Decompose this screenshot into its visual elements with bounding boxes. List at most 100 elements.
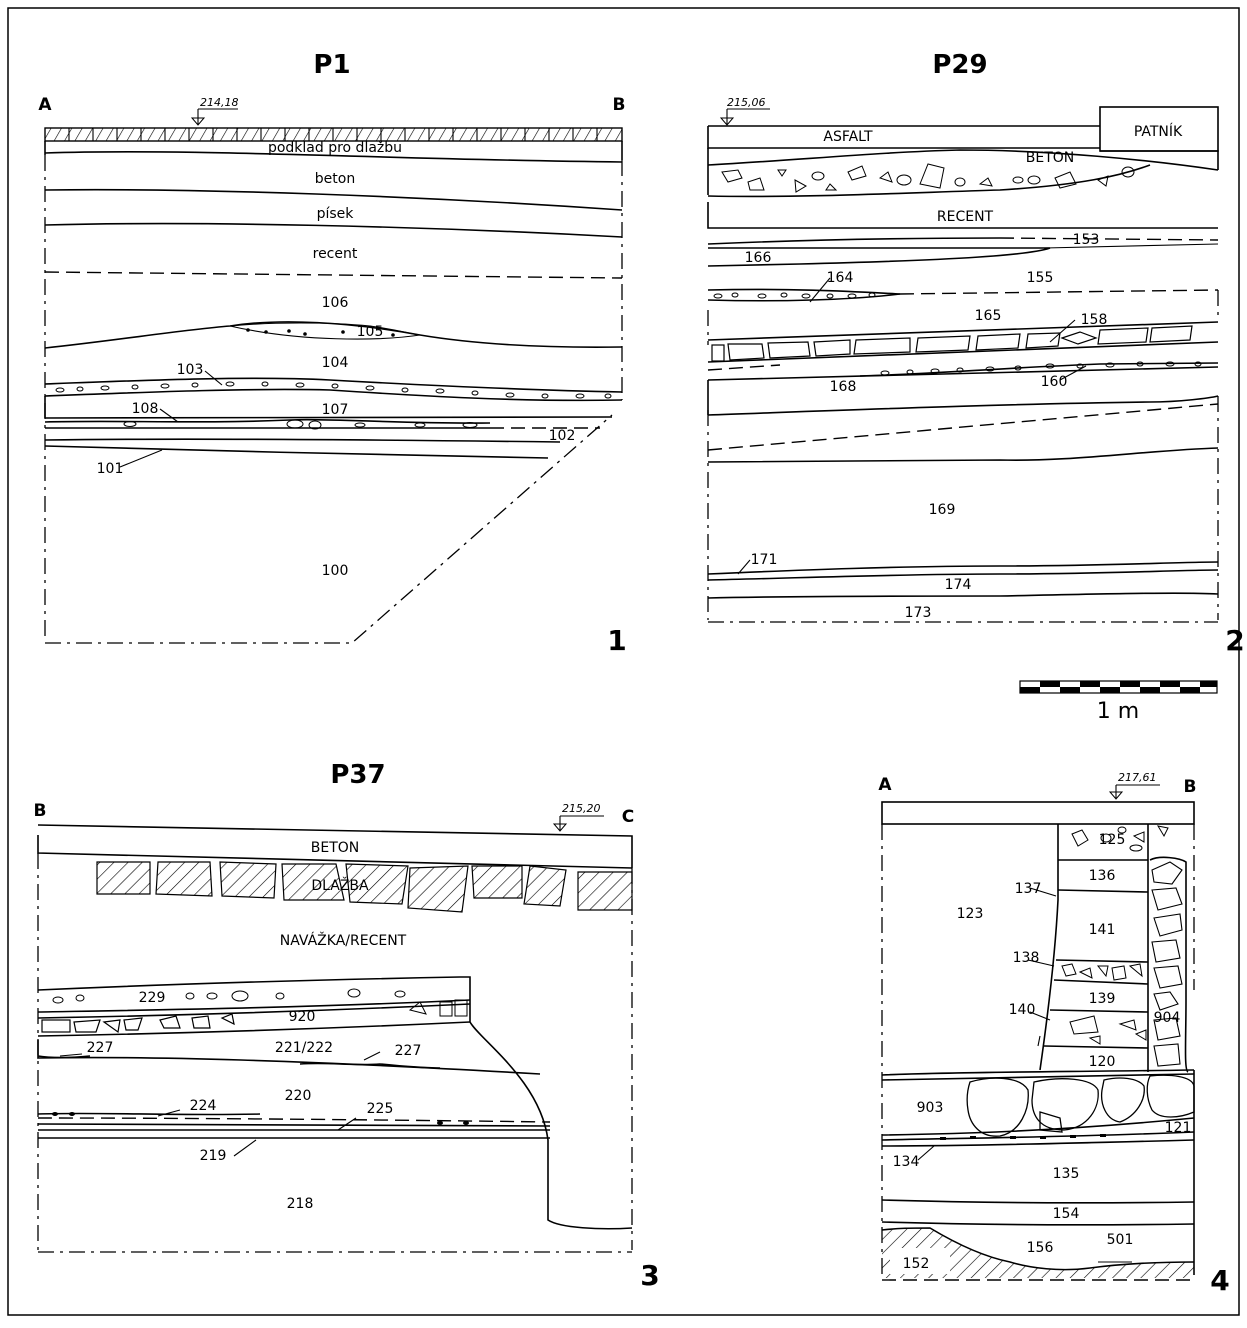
layer-label-154: 154 xyxy=(1053,1206,1080,1222)
layer-label-220: 220 xyxy=(285,1088,312,1104)
layer-label-123: 123 xyxy=(957,906,984,922)
layer-label-138: 138 xyxy=(1013,950,1040,966)
gravel-band-160 xyxy=(880,361,1202,376)
figure-number: 3 xyxy=(640,1259,659,1292)
rubble-138 xyxy=(1061,963,1143,981)
layer-label-227-left: 227 xyxy=(87,1040,114,1056)
layer-label-224: 224 xyxy=(190,1098,217,1114)
corner-label-b: B xyxy=(1184,777,1197,797)
layer-label-103: 103 xyxy=(177,362,204,378)
paving-joints xyxy=(68,128,598,141)
gravel-band-229 xyxy=(52,988,468,1017)
layer-label-patnik: PATNÍK xyxy=(1134,123,1183,140)
layer-label-160: 160 xyxy=(1041,374,1068,390)
elevation-marker xyxy=(190,108,238,126)
layer-label-229: 229 xyxy=(139,990,166,1006)
layer-label-152: 152 xyxy=(903,1256,930,1272)
elevation-label: 214,18 xyxy=(200,96,239,109)
layer-label-105: 105 xyxy=(357,324,384,340)
layer-label-108: 108 xyxy=(132,401,159,417)
rubble-125 xyxy=(1071,825,1169,852)
layer-label-903: 903 xyxy=(917,1100,944,1116)
layer-label-136: 136 xyxy=(1089,868,1116,884)
layer-label-asfalt: ASFALT xyxy=(823,129,873,145)
layer-label-153: 153 xyxy=(1073,232,1100,248)
layer-label-125: 125 xyxy=(1099,832,1126,848)
layer-label-166: 166 xyxy=(745,250,772,266)
bottom-edge xyxy=(45,414,613,644)
elevation-label: 215,20 xyxy=(562,802,601,815)
elevation-marker xyxy=(1108,784,1160,800)
layer-label-158: 158 xyxy=(1081,312,1108,328)
layer-label-120: 120 xyxy=(1089,1054,1116,1070)
hatched-stratum-152 xyxy=(882,1228,1194,1278)
layer-label-169: 169 xyxy=(929,502,956,518)
layer-label-107: 107 xyxy=(322,402,349,418)
layer-label-155: 155 xyxy=(1027,270,1054,286)
gravel-band-164 xyxy=(713,292,876,299)
layer-label-beton: beton xyxy=(315,171,355,187)
corner-label-b: B xyxy=(613,95,626,115)
rubble-140 xyxy=(1069,1015,1147,1045)
layer-label-139: 139 xyxy=(1089,991,1116,1007)
layer-label-165: 165 xyxy=(975,308,1002,324)
section-p1: P1 A B 214,18 xyxy=(38,50,626,657)
concrete-aggregate xyxy=(721,163,1135,193)
layer-label-podklad: podklad pro dlažbu xyxy=(268,140,402,156)
layer-label-135: 135 xyxy=(1053,1166,1080,1182)
gravel-dots-105 xyxy=(246,328,395,337)
wall-903-stones xyxy=(966,1074,1195,1137)
corner-label-c: C xyxy=(622,807,634,827)
layer-label-102: 102 xyxy=(549,428,576,444)
layer-label-904: 904 xyxy=(1154,1010,1181,1026)
figure-number: 4 xyxy=(1210,1264,1229,1297)
layer-label-137: 137 xyxy=(1015,881,1042,897)
paving-blocks xyxy=(96,861,633,913)
layer-label-beton: BETON xyxy=(311,840,360,856)
layer-label-501: 501 xyxy=(1107,1232,1134,1248)
section-title: P29 xyxy=(932,50,987,80)
elevation-marker xyxy=(552,815,604,832)
corner-label-a: A xyxy=(38,95,52,115)
elevation-label: 217,61 xyxy=(1118,771,1157,784)
layer-label-171: 171 xyxy=(751,552,778,568)
layer-label-beton: BETON xyxy=(1026,150,1075,166)
layer-label-106: 106 xyxy=(322,295,349,311)
scale-label: 1 m xyxy=(1097,699,1139,724)
dots-224 xyxy=(52,1112,469,1125)
layer-label-134: 134 xyxy=(893,1154,920,1170)
figure-number: 1 xyxy=(607,624,626,657)
section-p29: P29 215,06 xyxy=(707,50,1245,657)
layer-label-101: 101 xyxy=(97,461,124,477)
layer-label-recent: RECENT xyxy=(937,209,994,225)
layer-label-173: 173 xyxy=(905,605,932,621)
layer-label-156: 156 xyxy=(1027,1240,1054,1256)
layer-label-221-222: 221/222 xyxy=(275,1040,333,1056)
top-surface xyxy=(881,801,1195,825)
layer-label-164: 164 xyxy=(827,270,854,286)
layer-label-104: 104 xyxy=(322,355,349,371)
layer-label-recent: recent xyxy=(313,246,358,262)
elevation-marker xyxy=(719,108,770,126)
stones-920 xyxy=(41,1013,235,1034)
band-134 xyxy=(940,1134,1106,1140)
section-title: P37 xyxy=(330,760,385,790)
layer-label-pisek: písek xyxy=(317,206,355,222)
scale-bar: 1 m xyxy=(1019,680,1218,724)
layer-label-168: 168 xyxy=(830,379,857,395)
section-title: P1 xyxy=(313,50,350,80)
layer-label-navazka: NAVÁŽKA/RECENT xyxy=(280,931,407,949)
corner-label-b: B xyxy=(34,801,47,821)
layer-label-218: 218 xyxy=(287,1196,314,1212)
layer-label-225: 225 xyxy=(367,1101,394,1117)
layer-label-dlazba: DLAŽBA xyxy=(311,876,369,894)
figure-number: 2 xyxy=(1225,624,1244,657)
elevation-label: 215,06 xyxy=(727,96,766,109)
outer-border xyxy=(7,7,1240,1316)
section-p37: P37 B C 215,20 xyxy=(34,760,660,1292)
layer-label-100: 100 xyxy=(322,563,349,579)
corner-label-a: A xyxy=(878,775,892,795)
layer-label-141: 141 xyxy=(1089,922,1116,938)
